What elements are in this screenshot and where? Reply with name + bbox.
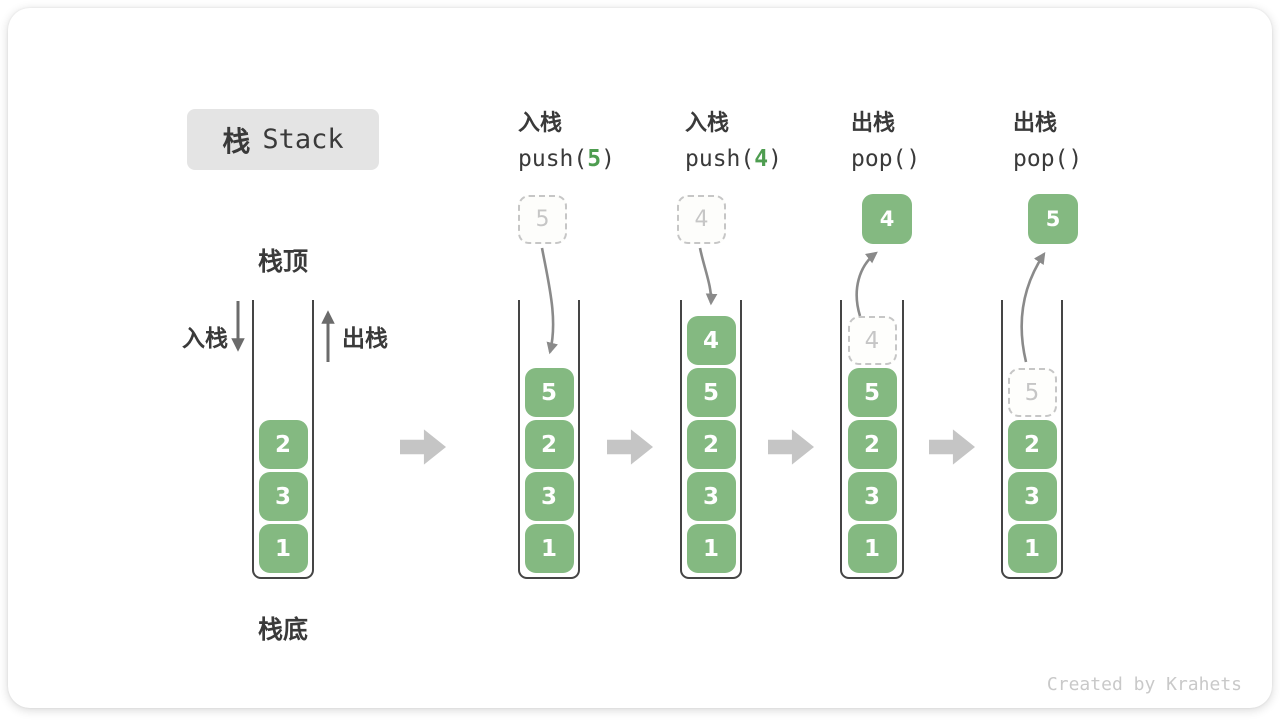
- floating-value: 5: [1045, 207, 1061, 231]
- op-code: pop(): [851, 146, 1021, 172]
- next-state-arrow-icon: [768, 429, 814, 465]
- stack-item: 5: [524, 368, 574, 417]
- op-code-arg: 5: [587, 146, 602, 172]
- stack-container-1: 2 3 1: [252, 300, 314, 579]
- op-code-pre: pop(: [851, 146, 907, 172]
- op-code: pop(): [1013, 146, 1183, 172]
- stack-item: 3: [524, 472, 574, 521]
- op-name: 入栈: [518, 110, 563, 135]
- next-state-arrow-icon: [400, 429, 446, 465]
- stack-item: 2: [258, 420, 308, 469]
- stack-container-3: 4 5 2 3 1: [680, 300, 742, 579]
- label-push: 入栈: [182, 325, 228, 351]
- stack-item-ghost: 4: [847, 316, 897, 365]
- op-code-post: ): [906, 146, 921, 172]
- stack-container-2: 5 2 3 1: [518, 300, 580, 579]
- op-code-post: ): [1068, 146, 1083, 172]
- stack-item: 3: [686, 472, 736, 521]
- op-code-post: ): [768, 146, 782, 172]
- stack-item: 1: [847, 524, 897, 573]
- stack-item: 4: [686, 316, 736, 365]
- op-caption-pop-first: 出栈 pop(): [851, 105, 1021, 172]
- op-code-pre: push(: [518, 146, 588, 172]
- next-state-arrow-icon: [607, 429, 653, 465]
- stack-item: 1: [524, 524, 574, 573]
- diagram-title-zh: 栈: [222, 125, 251, 157]
- floating-value: 5: [535, 207, 550, 232]
- op-caption-push4: 入栈 push(4): [685, 105, 855, 172]
- next-state-arrow-icon: [929, 429, 975, 465]
- stack-item: 1: [258, 524, 308, 573]
- floating-popped-value: 5: [1028, 194, 1078, 244]
- op-caption-push5: 入栈 push(5): [518, 105, 688, 172]
- op-code-pre: push(: [685, 146, 755, 172]
- floating-push-value-ghost: 5: [518, 195, 567, 244]
- stack-item: 3: [258, 472, 308, 521]
- op-caption-pop-second: 出栈 pop(): [1013, 105, 1183, 172]
- label-stack-top: 栈顶: [257, 248, 308, 276]
- push4-motion-arrow-icon: [698, 247, 718, 306]
- op-code: push(5): [518, 146, 688, 172]
- stack-item: 3: [847, 472, 897, 521]
- stack-item: 2: [524, 420, 574, 469]
- op-code-post: ): [601, 146, 615, 172]
- stack-item-ghost: 5: [1007, 368, 1057, 417]
- label-stack-bottom: 栈底: [257, 616, 308, 644]
- stack-item: 5: [686, 368, 736, 417]
- stack-item: 2: [847, 420, 897, 469]
- op-name: 出栈: [1013, 110, 1058, 135]
- op-name: 出栈: [851, 110, 896, 135]
- stack-container-5: 5 2 3 1: [1001, 300, 1063, 579]
- stack-item: 2: [686, 420, 736, 469]
- diagram-title-box: 栈 Stack: [187, 109, 379, 170]
- op-code: push(4): [685, 146, 855, 172]
- op-name: 入栈: [685, 110, 730, 135]
- diagram-title-en: Stack: [262, 124, 344, 155]
- label-pop: 出栈: [342, 325, 388, 351]
- stack-item: 3: [1007, 472, 1057, 521]
- watermark: Created by Krahets: [1046, 674, 1242, 695]
- stack-item: 1: [686, 524, 736, 573]
- stack-container-4: 4 5 2 3 1: [840, 300, 904, 579]
- floating-push-value-ghost: 4: [677, 195, 726, 244]
- op-code-pre: pop(: [1013, 146, 1069, 172]
- stack-item: 1: [1007, 524, 1057, 573]
- op-code-arg: 4: [754, 146, 769, 172]
- floating-popped-value: 4: [862, 194, 912, 244]
- stack-item: 5: [847, 368, 897, 417]
- floating-value: 4: [694, 207, 709, 232]
- stack-item: 2: [1007, 420, 1057, 469]
- floating-value: 4: [879, 207, 895, 231]
